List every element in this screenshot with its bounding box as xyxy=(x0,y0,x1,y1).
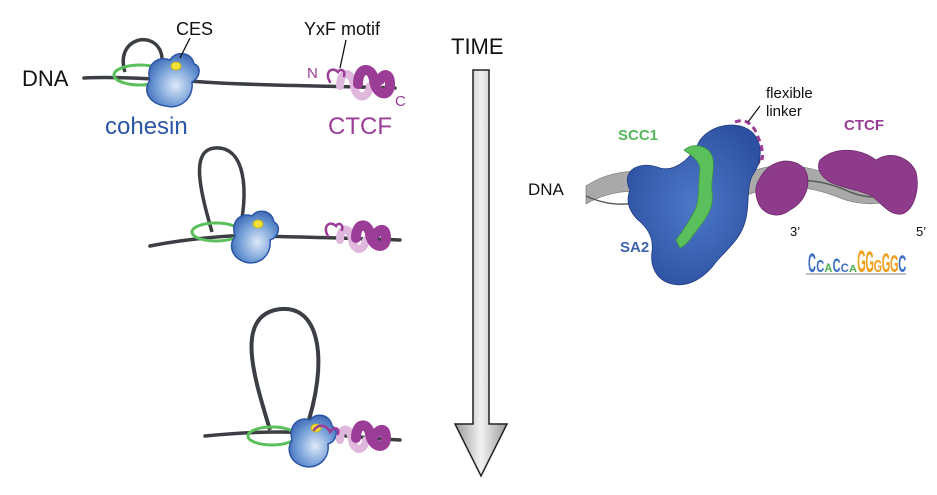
ctcf-label-left: CTCF xyxy=(328,113,392,140)
stage-1: DNA CES cohesin YxF motif N C CTCF xyxy=(22,19,406,140)
dna-strand-1 xyxy=(82,75,397,90)
scc1-label: SCC1 xyxy=(618,127,658,144)
linker-pointer xyxy=(747,105,761,123)
stage-3 xyxy=(203,306,402,468)
ces-site-1 xyxy=(170,61,182,71)
motif-logo-letter: C xyxy=(841,261,850,275)
ces-pointer xyxy=(179,37,191,59)
stage-2 xyxy=(148,146,402,264)
n-terminus-label: N xyxy=(307,65,318,82)
motif-logo-letter: C xyxy=(816,258,824,277)
cohesin-body-1 xyxy=(146,52,200,108)
time-arrow-shape xyxy=(453,69,509,478)
cohesin-label: cohesin xyxy=(105,113,188,140)
sa2-label: SA2 xyxy=(620,239,649,256)
prime3-label: 3’ xyxy=(790,224,800,239)
c-terminus-label: C xyxy=(395,93,406,110)
motif-logo-letter: G xyxy=(865,246,874,279)
ctcf-coil-front-2 xyxy=(351,220,392,251)
ctcf-nterm-1 xyxy=(326,68,346,84)
dna-label-left: DNA xyxy=(22,66,69,91)
time-label: TIME xyxy=(451,34,504,59)
cohesin-ring-3 xyxy=(246,425,298,447)
dna-loop-3 xyxy=(249,306,321,433)
flexible-linker xyxy=(734,119,764,161)
ctcf-nterm-3 xyxy=(312,424,340,436)
sa2-structure xyxy=(627,124,761,286)
ces-site-2 xyxy=(252,219,264,229)
yxf-pointer xyxy=(339,39,347,69)
motif-logo-letter: C xyxy=(808,248,816,278)
motif-logo-letter: A xyxy=(849,264,857,274)
yxf-motif-label: YxF motif xyxy=(304,19,381,39)
scc1-structure xyxy=(675,145,714,249)
motif-logo-letter: A xyxy=(824,261,833,275)
flexible-label: flexible xyxy=(766,85,813,102)
motif-logo-letter: G xyxy=(882,248,891,278)
cohesin-body-2 xyxy=(230,210,280,264)
dna-label-right: DNA xyxy=(528,180,565,199)
ctcf-label-right: CTCF xyxy=(844,117,884,134)
motif-logo-letter: C xyxy=(898,251,906,278)
ctcf-coil-front-1 xyxy=(353,65,396,99)
linker-label: linker xyxy=(766,103,802,120)
time-arrow: TIME xyxy=(451,34,509,478)
ctcf-coil-front-3 xyxy=(351,420,392,451)
cohesin-body-3 xyxy=(288,414,338,468)
ctcf-nterm-2 xyxy=(324,222,344,238)
ces-label: CES xyxy=(176,19,213,39)
motif-logo-letter: G xyxy=(890,251,899,278)
prime5-label: 5’ xyxy=(916,224,926,239)
structure-panel: DNA SCC1 SA2 CTCF flexible linker 3’ 5’ … xyxy=(528,85,926,286)
dna-loop-2 xyxy=(197,146,246,239)
motif-logo-letter: G xyxy=(857,244,866,280)
motif-logo-letter: G xyxy=(874,258,883,277)
motif-logo-letter: C xyxy=(833,256,841,277)
